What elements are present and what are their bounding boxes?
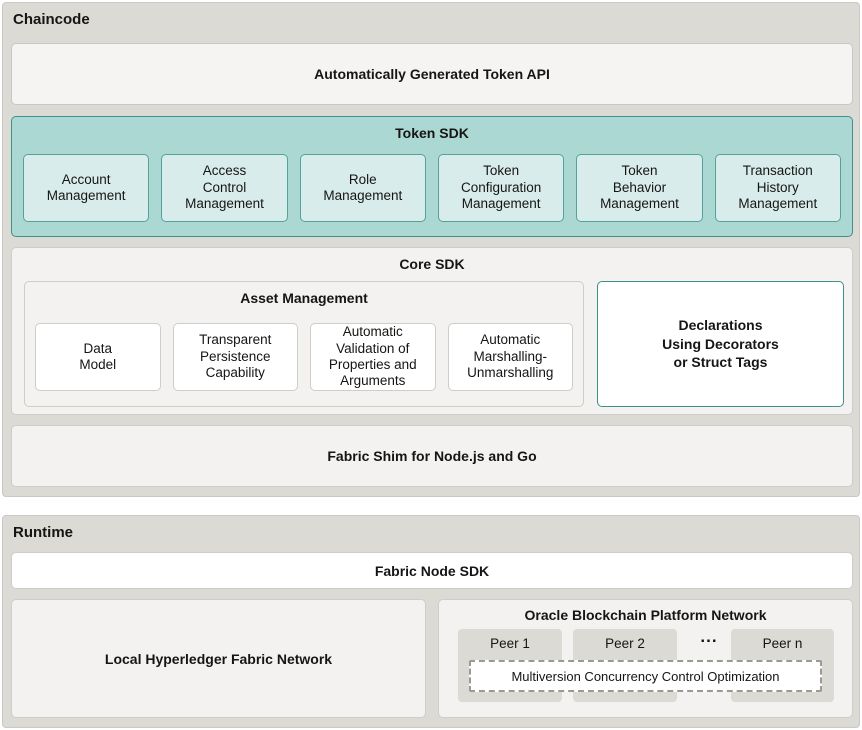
peers-ellipsis: ... xyxy=(700,627,718,646)
fabric-shim-box: Fabric Shim for Node.js and Go xyxy=(11,425,853,487)
asset-management-box: Asset Management Data Model Transparent … xyxy=(24,281,584,407)
token-api-box: Automatically Generated Token API xyxy=(11,43,853,105)
token-sdk-item-role-management: Role Management xyxy=(299,154,426,222)
obp-network-title: Oracle Blockchain Platform Network xyxy=(524,607,767,623)
declarations-box: Declarations Using Decorators or Struct … xyxy=(597,281,844,407)
runtime-section-title: Runtime xyxy=(13,524,73,541)
local-hyperledger-fabric-network-box: Local Hyperledger Fabric Network xyxy=(11,599,426,718)
token-sdk-item-account-management: Account Management xyxy=(23,154,150,222)
token-sdk-item-access-control-management: Access Control Management xyxy=(161,154,288,222)
asset-item-automatic-marshalling: Automatic Marshalling- Unmarshalling xyxy=(447,323,573,391)
token-sdk-item-token-configuration-management: Token Configuration Management xyxy=(437,154,565,222)
core-sdk-box: Core SDK Asset Management Data Model Tra… xyxy=(11,247,853,415)
token-sdk-item-transaction-history-management: Transaction History Management xyxy=(714,154,841,222)
asset-management-items-row: Data Model Transparent Persistence Capab… xyxy=(35,323,573,391)
runtime-section: Runtime Fabric Node SDK Local Hyperledge… xyxy=(2,515,860,728)
asset-item-automatic-validation: Automatic Validation of Properties and A… xyxy=(310,323,436,391)
token-sdk-items-row: Account Management Access Control Manage… xyxy=(23,154,841,222)
chaincode-section-title: Chaincode xyxy=(13,11,90,28)
token-sdk-box: Token SDK Account Management Access Cont… xyxy=(11,116,853,237)
token-sdk-item-token-behavior-management: Token Behavior Management xyxy=(576,154,703,222)
token-sdk-title: Token SDK xyxy=(395,125,469,141)
fabric-node-sdk-box: Fabric Node SDK xyxy=(11,552,853,589)
chaincode-section: Chaincode Automatically Generated Token … xyxy=(2,2,860,497)
oracle-blockchain-platform-network-box: Oracle Blockchain Platform Network Peer … xyxy=(438,599,853,718)
mvcc-optimization-box: Multiversion Concurrency Control Optimiz… xyxy=(469,660,822,692)
asset-item-transparent-persistence-capability: Transparent Persistence Capability xyxy=(172,323,298,391)
core-sdk-title: Core SDK xyxy=(399,256,465,272)
asset-management-title: Asset Management xyxy=(240,290,368,306)
asset-item-data-model: Data Model xyxy=(35,323,161,391)
